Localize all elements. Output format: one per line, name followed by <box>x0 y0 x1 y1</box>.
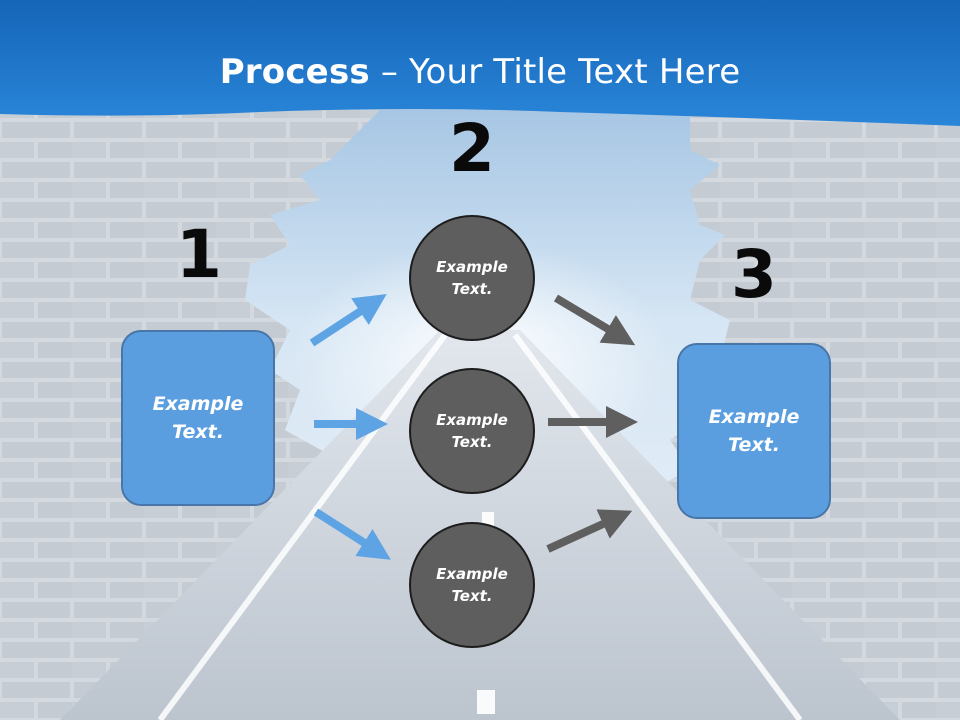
step-2-number: 2 <box>449 110 495 187</box>
title-bold: Process <box>219 52 370 92</box>
step-1-box: Example Text. <box>121 330 275 506</box>
step-2-circle-bottom: Example Text. <box>409 522 535 648</box>
circle-bottom-label: Example Text. <box>436 564 508 606</box>
step-1-label: Example Text. <box>152 392 244 444</box>
step-3-label: Example Text. <box>708 405 800 457</box>
circle-middle-label: Example Text. <box>436 410 508 452</box>
arrow-circle-top-to-box3 <box>553 294 636 346</box>
title-rest: – Your Title Text Here <box>369 52 741 92</box>
arrow-box1-to-circle-bottom <box>313 508 391 560</box>
slide-title: Process – Your Title Text Here <box>0 52 960 92</box>
arrow-circle-bottom-to-box3 <box>546 509 633 553</box>
step-2-circle-middle: Example Text. <box>409 368 535 494</box>
step-3-number: 3 <box>731 236 777 313</box>
step-2-circle-top: Example Text. <box>409 215 535 341</box>
arrow-box1-to-circle-top <box>309 294 387 347</box>
step-3-box: Example Text. <box>677 343 831 519</box>
circle-top-label: Example Text. <box>436 257 508 299</box>
step-1-number: 1 <box>176 216 222 293</box>
